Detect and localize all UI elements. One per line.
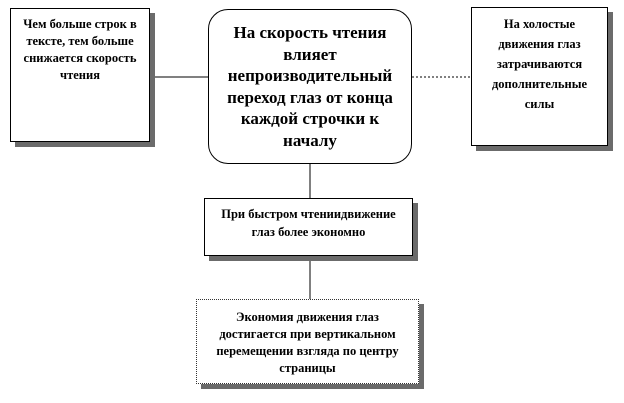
middle-node: При быстром чтениидвижение глаз более эк… [204,198,413,256]
right-node-text: На холостые движения глаз затрачиваются … [491,17,588,111]
right-node: На холостые движения глаз затрачиваются … [471,7,608,146]
left-node-text: Чем больше строк в тексте, тем больше сн… [23,17,137,82]
middle-node-text: При быстром чтениидвижение глаз более эк… [221,207,396,239]
center-node-text: На скорость чтения влияет непроизводител… [227,23,393,150]
bottom-node-text: Экономия движения глаз достигается при в… [216,310,399,375]
center-node: На скорость чтения влияет непроизводител… [208,9,412,164]
left-node: Чем больше строк в тексте, тем больше сн… [10,8,150,142]
bottom-node: Экономия движения глаз достигается при в… [196,299,419,384]
